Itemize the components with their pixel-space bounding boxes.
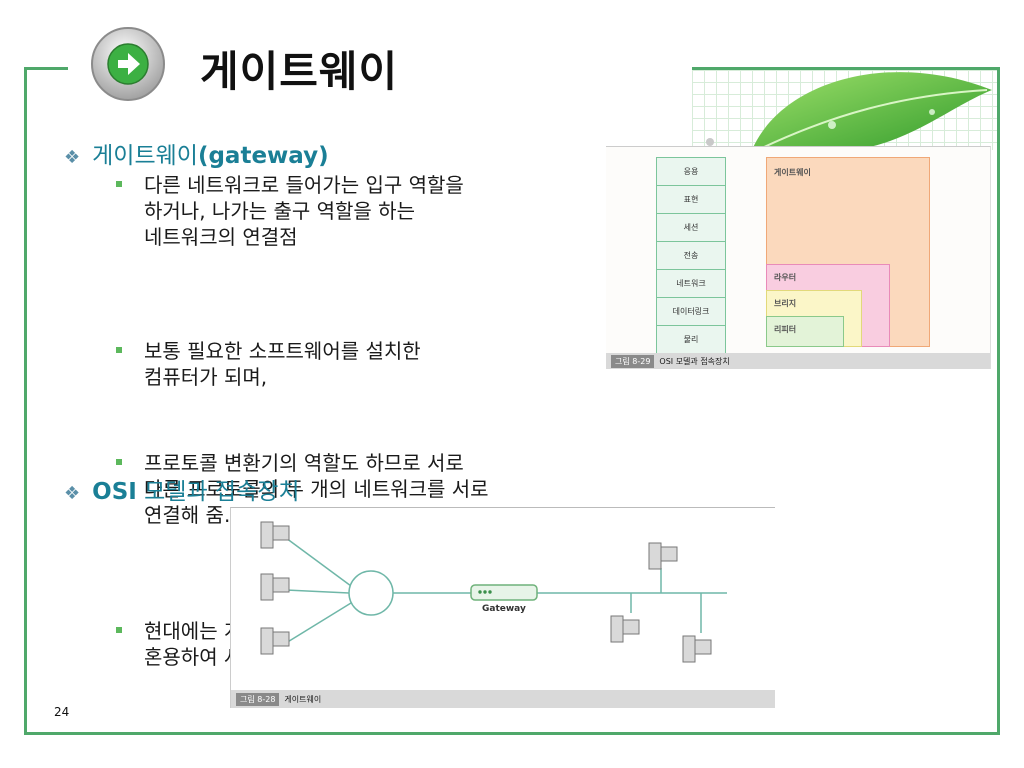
gateway-device-label: Gateway	[482, 604, 526, 614]
sub-bullet-1: 다른 네트워크로 들어가는 입구 역할을 하거나, 나가는 출구 역할을 하는 …	[116, 172, 1024, 250]
sub-bullet-1-line-2: 하거나, 나가는 출구 역할을 하는	[144, 199, 415, 223]
sub-bullet-3-line-2: 다른 프로토콜의 두 개의 네트워크를 서로	[144, 477, 489, 501]
osi-layer: 네트워크	[656, 269, 726, 298]
frame-bottom-line	[24, 732, 1000, 735]
leaf-icon	[706, 72, 992, 150]
diamond-bullet-icon: ❖	[64, 483, 81, 504]
bullet-gateway-bold: (gateway)	[197, 143, 329, 169]
sub-bullet-2-line-2: 컴퓨터가 되며,	[144, 365, 268, 389]
gateway-label: 게이트웨이	[774, 168, 811, 177]
gateway-figure-caption-text: 게이트웨이	[284, 694, 322, 704]
bullet-osi-suffix: 모델과 접속장치	[136, 479, 300, 505]
frame-top-left-line	[24, 67, 68, 70]
square-bullet-icon	[116, 627, 122, 633]
gateway-figure-caption: 그림 8-28 게이트웨이	[231, 690, 775, 708]
sub-bullet-1-line-3: 네트워크의 연결점	[144, 225, 298, 249]
page-number: 24	[54, 705, 70, 719]
osi-layer: 데이터링크	[656, 297, 726, 326]
gateway-network-figure: Gateway 그림 8-28 게이트웨이	[230, 507, 775, 708]
frame-left-line	[24, 67, 27, 735]
osi-layer: 세션	[656, 213, 726, 242]
computer-icon	[648, 542, 678, 570]
router-label: 라우터	[774, 273, 797, 282]
gateway-device-icon	[470, 584, 538, 601]
frame-top-right-line	[692, 67, 1000, 70]
osi-model-figure: 응용 표현 세션 전송 네트워크 데이터링크 물리 게이트웨이 라우터 브리지 …	[606, 146, 991, 369]
hub-icon	[348, 570, 394, 616]
network-diagram	[260, 521, 727, 663]
bridge-label: 브리지	[774, 299, 797, 308]
computer-icon	[610, 615, 640, 643]
osi-figure-caption-tag: 그림 8-29	[611, 354, 655, 368]
gateway-figure-caption-tag: 그림 8-28	[236, 692, 280, 706]
computer-icon	[260, 627, 290, 655]
arrow-button-icon	[88, 24, 168, 104]
osi-figure-caption: 그림 8-29 OSI 모델과 접속장치	[606, 353, 990, 369]
bullet-osi: ❖ OSI 모델과 접속장치	[64, 472, 300, 506]
bullet-gateway-prefix: 게이트웨이	[92, 143, 198, 169]
diamond-bullet-icon: ❖	[64, 147, 81, 168]
bullet-osi-bold: OSI	[92, 479, 137, 505]
repeater-region	[766, 316, 844, 347]
square-bullet-icon	[116, 459, 122, 465]
slide-title: 게이트웨이	[200, 47, 399, 96]
computer-icon	[682, 635, 712, 663]
bullet-gateway: ❖ 게이트웨이(gateway)	[64, 136, 329, 170]
frame-right-line	[997, 67, 1000, 735]
osi-layer-stack: 응용 표현 세션 전송 네트워크 데이터링크 물리	[656, 157, 726, 354]
square-bullet-icon	[116, 347, 122, 353]
computer-icon	[260, 521, 290, 549]
osi-layer: 물리	[656, 325, 726, 354]
sub-bullet-1-line-1: 다른 네트워크로 들어가는 입구 역할을	[144, 173, 464, 197]
sub-bullet-3-line-1: 프로토콜 변환기의 역할도 하므로 서로	[144, 451, 464, 475]
computer-icon	[260, 573, 290, 601]
sub-bullet-2-line-1: 보통 필요한 소프트웨어를 설치한	[144, 339, 421, 363]
osi-figure-caption-text: OSI 모델과 접속장치	[659, 356, 730, 366]
square-bullet-icon	[116, 181, 122, 187]
repeater-label: 리피터	[774, 325, 797, 334]
osi-layer: 표현	[656, 185, 726, 214]
sub-bullet-2: 보통 필요한 소프트웨어를 설치한 컴퓨터가 되며,	[116, 338, 1024, 390]
osi-layer: 응용	[656, 157, 726, 186]
osi-layer: 전송	[656, 241, 726, 270]
sub-bullet-3-line-3: 연결해 줌.	[144, 503, 231, 527]
sub-bullet-3: 프로토콜 변환기의 역할도 하므로 서로 다른 프로토콜의 두 개의 네트워크를…	[116, 450, 1024, 528]
leaf-decoration	[692, 70, 997, 150]
